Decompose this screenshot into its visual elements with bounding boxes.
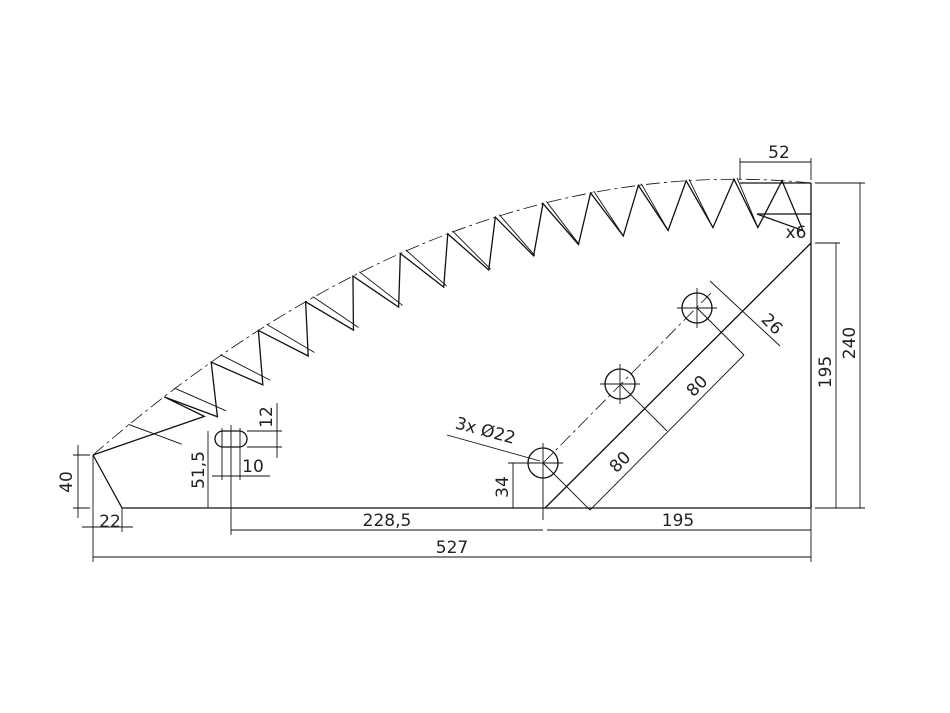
teeth-count: x6 [786,223,807,243]
dim-slot-width: 10 [242,457,264,477]
tooth-bevel-line [405,249,447,287]
tooth-bevel-line [128,423,182,445]
tooth-bevel-line [452,230,492,270]
dimension-lines [73,158,865,562]
tooth-bevel-line [546,201,580,245]
tip-arc-centerline [92,178,812,456]
tooth-bevel-line [640,183,669,231]
mounting-holes [523,288,717,520]
dim-top-width: 52 [768,143,790,163]
dim-hole-spacing-2: 80 [683,372,712,401]
dim-hole-offset: 26 [757,310,786,339]
dim-total-width: 527 [436,538,468,558]
tooth-bevel-line [358,271,403,306]
part-outline [92,182,812,509]
tooth-bevel-line [593,190,624,237]
slot [214,425,248,535]
dim-holes: 3x Ø22 [453,414,517,449]
dim-hole-height: 34 [493,476,513,498]
tooth-bevel-line [688,179,714,228]
dim-slot-to-hole: 228,5 [363,511,412,531]
serrated-edge [92,177,805,456]
tooth-bevel-line [498,214,536,256]
dim-hole-spacing-1: 80 [606,448,635,477]
tooth-profile [92,177,805,456]
dim-right-height: 195 [816,356,836,388]
dim-total-height: 240 [840,327,860,359]
tooth-bevel-line [174,387,227,412]
dim-left-height: 40 [57,471,77,493]
dim-bottom-right: 195 [662,511,694,531]
dim-slot-height: 51,5 [189,451,209,489]
tooth-bevel-line [312,296,359,328]
tooth-bevel-line [736,177,759,228]
tooth-bevel-line [266,323,315,353]
tooth-bevel-line [220,354,271,381]
dim-left-offset: 22 [99,512,121,532]
dim-slot-size: 12 [257,406,277,428]
